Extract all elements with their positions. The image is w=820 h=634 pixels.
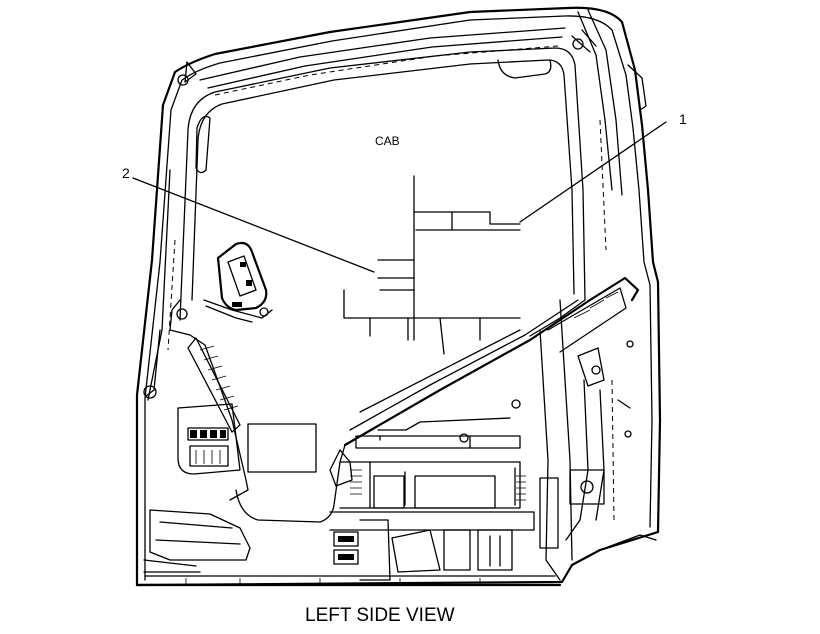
- cab-label: CAB: [375, 134, 400, 148]
- callout-2: 2: [122, 165, 375, 273]
- window-frame: [147, 29, 647, 401]
- cab-frame: [135, 6, 662, 587]
- reference-block: [343, 175, 521, 355]
- callout-1-label: 1: [679, 111, 687, 127]
- view-caption: LEFT SIDE VIEW: [305, 605, 455, 626]
- callout-1: 1: [519, 111, 687, 223]
- left-console: [143, 299, 251, 573]
- floor-and-seat: [135, 276, 657, 587]
- callout-2-label: 2: [122, 165, 130, 181]
- radio-camera-unit: [203, 241, 273, 323]
